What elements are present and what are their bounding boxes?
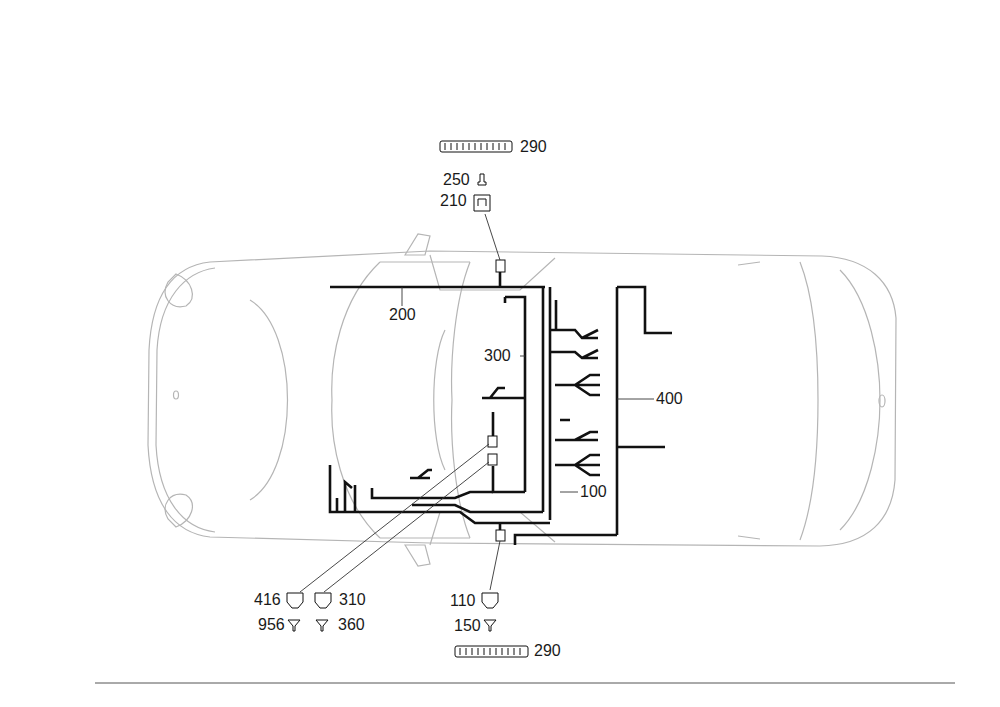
- leader-lines: [300, 214, 654, 592]
- callout-number: 300: [483, 347, 512, 365]
- page-rule: [95, 683, 955, 684]
- car-outline: [148, 234, 896, 566]
- callout-number: 250: [442, 171, 471, 189]
- wiring-harness: [330, 272, 672, 545]
- part-icons: [287, 141, 528, 657]
- callout-number: 310: [338, 591, 367, 609]
- callout-number: 400: [655, 390, 684, 408]
- callout-number: 290: [533, 642, 562, 660]
- callout-number: 210: [439, 192, 468, 210]
- callout-number: 956: [257, 616, 286, 634]
- callout-number: 150: [453, 617, 482, 635]
- inline-connectors: [488, 260, 505, 541]
- callout-number: 290: [519, 138, 548, 156]
- callout-number: 360: [337, 616, 366, 634]
- callout-number: 110: [449, 592, 477, 610]
- callout-number: 200: [388, 306, 417, 324]
- callout-number: 416: [253, 591, 282, 609]
- callout-number: 100: [579, 483, 608, 501]
